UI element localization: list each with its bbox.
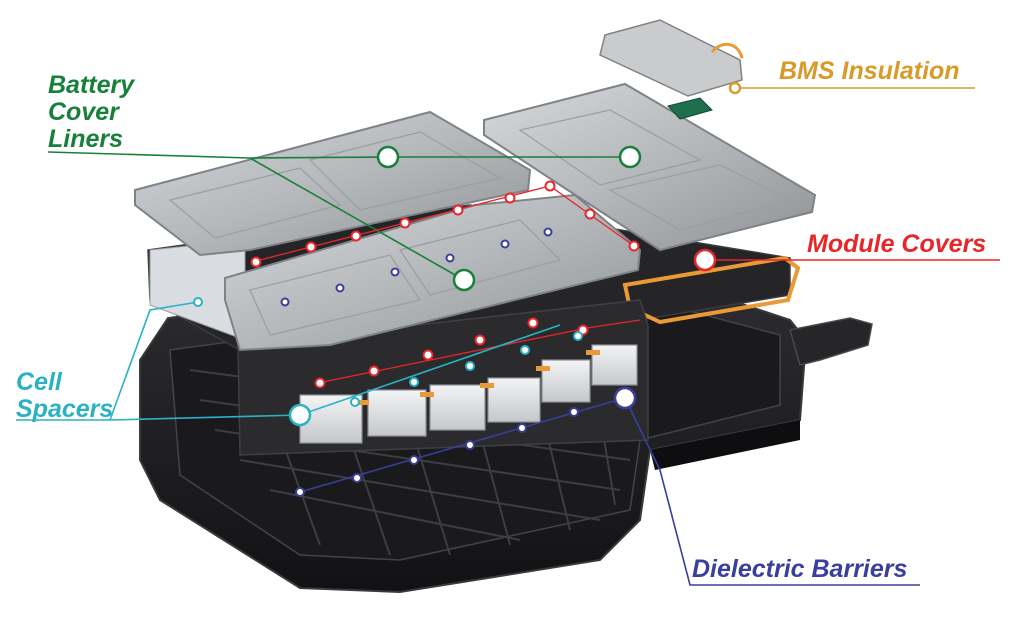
label-battery-cover-liners-line2: Cover xyxy=(48,98,119,126)
tray-side-lip xyxy=(650,420,800,470)
cover-plate-back-right xyxy=(483,82,817,252)
label-cell-spacers-line1: Cell xyxy=(16,368,62,396)
bms-board xyxy=(667,97,713,120)
marker-module-cover xyxy=(693,248,717,272)
marker-cover-liner-3 xyxy=(452,268,476,292)
bms-wires xyxy=(710,42,744,59)
label-dielectric-barriers: Dielectric Barriers xyxy=(692,555,908,583)
label-battery-cover-liners-line3: Liners xyxy=(48,125,124,153)
cell-tabs xyxy=(355,350,600,405)
label-battery-cover-liners: Battery Cover Liners xyxy=(48,72,134,153)
callout-line-cover-liners xyxy=(47,151,630,281)
marker-bms xyxy=(728,81,742,95)
label-bms-insulation: BMS Insulation xyxy=(779,57,960,85)
label-cell-spacers-line2: Spacers xyxy=(16,395,114,423)
plate-panels xyxy=(168,109,792,336)
bms-unit xyxy=(599,19,744,120)
marker-cell-spacer xyxy=(288,403,312,427)
label-battery-cover-liners-line1: Battery xyxy=(48,71,135,99)
label-cell-spacers: Cell Spacers xyxy=(16,369,113,423)
marker-cover-liner-1 xyxy=(376,145,400,169)
cover-plate-back-left xyxy=(134,110,532,257)
callout-markers xyxy=(288,81,742,427)
cell-spacer-dots xyxy=(193,297,583,407)
bms-insulation-box xyxy=(599,19,743,97)
cover-plates xyxy=(134,82,817,352)
marker-dielectric xyxy=(613,386,637,410)
callout-line-dielectric xyxy=(299,397,920,586)
label-module-covers: Module Covers xyxy=(807,230,987,258)
tray-bracket xyxy=(789,317,873,366)
cell-row xyxy=(149,239,638,444)
module-cover-dots xyxy=(250,180,640,389)
marker-cover-liner-2 xyxy=(618,145,642,169)
dielectric-dots xyxy=(280,227,579,497)
